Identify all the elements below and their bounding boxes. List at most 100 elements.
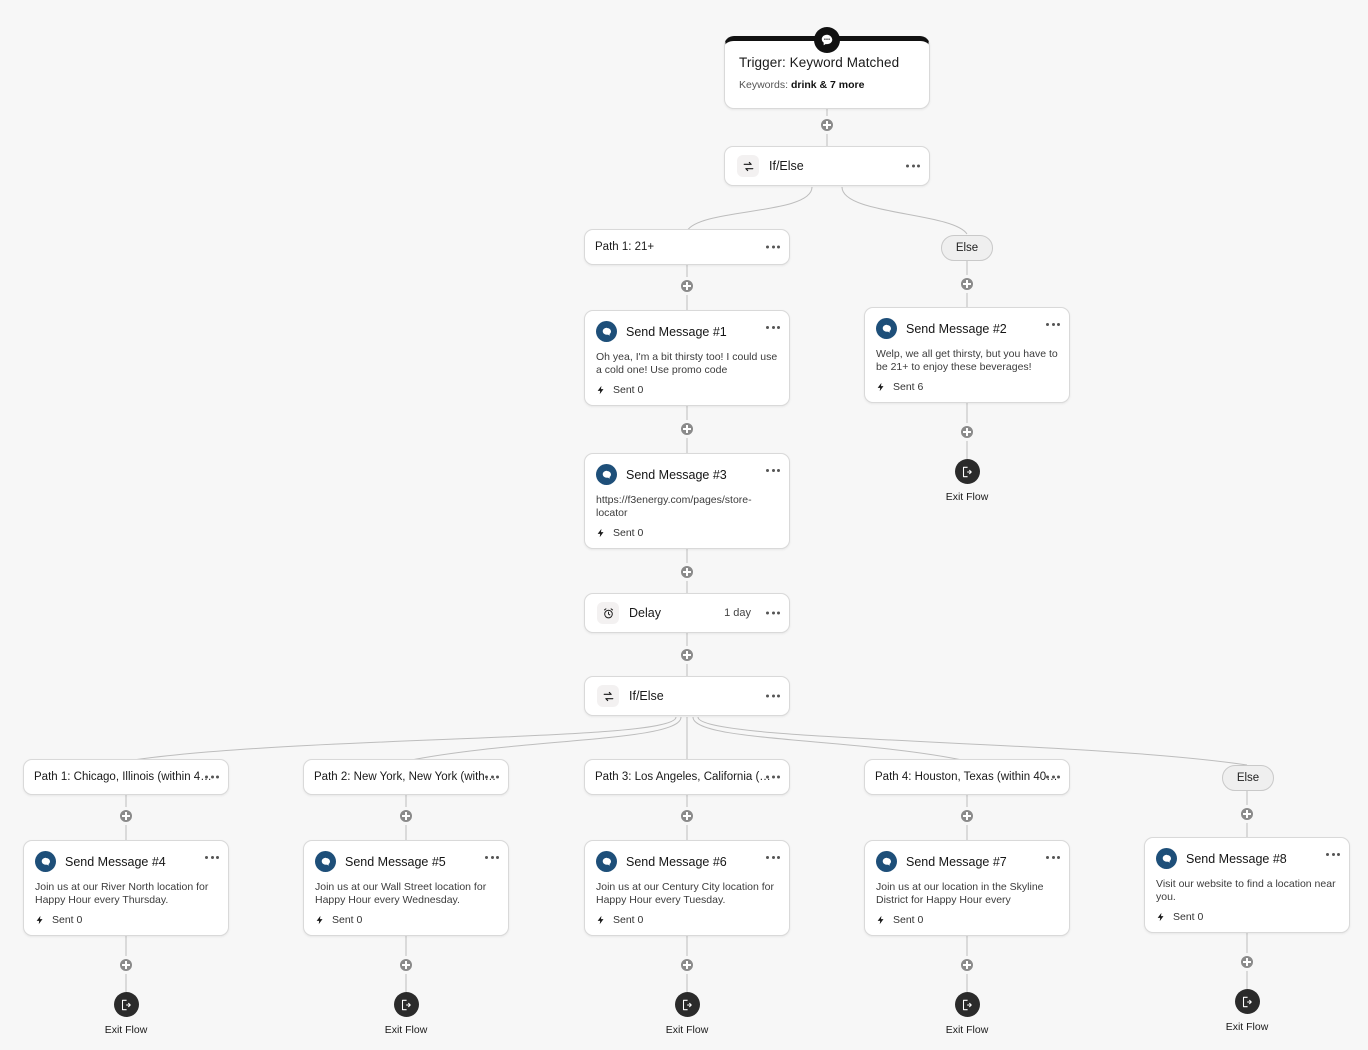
lightning-icon [597, 915, 604, 925]
path-label: Path 2: New York, New York (within 40 ..… [314, 771, 498, 783]
message-body: Join us at our River North location for … [35, 881, 209, 906]
node-menu-button[interactable] [766, 611, 780, 615]
swap-arrows-icon [737, 155, 759, 177]
if-else-label-bottom: If/Else [629, 689, 664, 703]
exit-flow-node[interactable]: Exit Flow [662, 992, 712, 1036]
add-step-button[interactable] [958, 807, 976, 825]
else-path-node-bottom[interactable]: Else [1222, 765, 1274, 791]
send-message-node-2[interactable]: Send Message #2 Welp, we all get thirsty… [864, 307, 1070, 403]
node-menu-button[interactable] [205, 775, 219, 779]
lightning-icon [1157, 912, 1164, 922]
exit-door-icon [674, 992, 700, 1017]
lightning-icon [36, 915, 43, 925]
message-body: Oh yea, I'm a bit thirsty too! I could u… [596, 351, 778, 376]
node-menu-button[interactable] [766, 245, 780, 249]
send-message-node-6[interactable]: Send Message #6 Join us at our Century C… [584, 840, 790, 936]
message-body: Welp, we all get thirsty, but you have t… [876, 348, 1058, 373]
add-step-button[interactable] [678, 563, 696, 581]
if-else-node-bottom[interactable]: If/Else [584, 676, 790, 716]
path-node-new-york[interactable]: Path 2: New York, New York (within 40 ..… [303, 759, 509, 795]
path-label: Path 1: Chicago, Illinois (within 40 mil… [34, 771, 218, 783]
exit-flow-label: Exit Flow [1225, 1021, 1269, 1033]
path-node-los-angeles[interactable]: Path 3: Los Angeles, California (within … [584, 759, 790, 795]
add-step-button[interactable] [958, 423, 976, 441]
message-title: Send Message #5 [345, 854, 446, 869]
message-body: Join us at our Wall Street location for … [315, 881, 487, 906]
message-footer: Sent 0 [1156, 903, 1338, 923]
add-step-button[interactable] [678, 277, 696, 295]
trigger-keywords-value: drink & 7 more [790, 79, 865, 91]
add-step-button[interactable] [678, 807, 696, 825]
node-menu-button[interactable] [766, 469, 780, 472]
path-label: Path 3: Los Angeles, California (within … [595, 771, 779, 783]
send-message-node-1[interactable]: Send Message #1 Oh yea, I'm a bit thirst… [584, 310, 790, 406]
path-node-houston[interactable]: Path 4: Houston, Texas (within 40 miles) [864, 759, 1070, 795]
node-menu-button[interactable] [1046, 323, 1060, 326]
send-message-node-5[interactable]: Send Message #5 Join us at our Wall Stre… [303, 840, 509, 936]
chat-bubble-icon [814, 27, 840, 53]
if-else-label-top: If/Else [769, 159, 804, 173]
message-footer: Sent 0 [35, 906, 217, 926]
else-path-node-top[interactable]: Else [941, 235, 993, 261]
exit-flow-label: Exit Flow [104, 1024, 148, 1036]
exit-door-icon [393, 992, 419, 1017]
node-menu-button[interactable] [766, 775, 780, 779]
message-sent-count: Sent 6 [893, 381, 924, 393]
message-header: Send Message #2 [876, 318, 1060, 339]
message-sent-count: Sent 0 [332, 914, 363, 926]
trigger-node[interactable]: Trigger: Keyword Matched Keywords: drink… [724, 27, 930, 109]
message-sent-count: Sent 0 [52, 914, 83, 926]
message-sent-count: Sent 0 [613, 914, 644, 926]
exit-flow-node[interactable]: Exit Flow [381, 992, 431, 1036]
exit-flow-node[interactable]: Exit Flow [101, 992, 151, 1036]
message-sent-count: Sent 0 [613, 384, 644, 396]
send-message-node-3[interactable]: Send Message #3 https://f3energy.com/pag… [584, 453, 790, 549]
send-message-node-4[interactable]: Send Message #4 Join us at our River Nor… [23, 840, 229, 936]
message-header: Send Message #3 [596, 464, 780, 485]
node-menu-button[interactable] [906, 164, 920, 168]
send-message-node-8[interactable]: Send Message #8 Visit our website to fin… [1144, 837, 1350, 933]
node-menu-button[interactable] [1046, 775, 1060, 779]
message-bubble-icon [596, 851, 617, 872]
node-menu-button[interactable] [205, 856, 219, 859]
add-step-button[interactable] [1238, 805, 1256, 823]
path-node-chicago[interactable]: Path 1: Chicago, Illinois (within 40 mil… [23, 759, 229, 795]
node-menu-button[interactable] [485, 856, 499, 859]
message-body: Join us at our location in the Skyline D… [876, 881, 1044, 906]
add-step-button[interactable] [958, 956, 976, 974]
node-menu-button[interactable] [485, 775, 499, 779]
add-step-button[interactable] [397, 807, 415, 825]
message-footer: Sent 0 [596, 906, 778, 926]
message-bubble-icon [876, 851, 897, 872]
message-title: Send Message #8 [1186, 851, 1287, 866]
add-step-button[interactable] [678, 420, 696, 438]
add-step-button[interactable] [678, 646, 696, 664]
add-step-button[interactable] [958, 275, 976, 293]
message-header: Send Message #7 [876, 851, 1060, 872]
swap-arrows-icon [597, 685, 619, 707]
add-step-button[interactable] [678, 956, 696, 974]
message-title: Send Message #6 [626, 854, 727, 869]
node-menu-button[interactable] [1046, 856, 1060, 859]
exit-flow-node[interactable]: Exit Flow [942, 992, 992, 1036]
message-bubble-icon [1156, 848, 1177, 869]
add-step-button[interactable] [1238, 953, 1256, 971]
send-message-node-7[interactable]: Send Message #7 Join us at our location … [864, 840, 1070, 936]
message-header: Send Message #5 [315, 851, 499, 872]
node-menu-button[interactable] [766, 694, 780, 698]
add-step-button[interactable] [397, 956, 415, 974]
if-else-node-top[interactable]: If/Else [724, 146, 930, 186]
path-node-21plus[interactable]: Path 1: 21+ [584, 229, 790, 265]
delay-node[interactable]: Delay 1 day [584, 593, 790, 633]
node-menu-button[interactable] [766, 856, 780, 859]
exit-flow-node[interactable]: Exit Flow [942, 459, 992, 503]
add-step-button[interactable] [117, 956, 135, 974]
exit-flow-node[interactable]: Exit Flow [1222, 989, 1272, 1033]
add-step-button[interactable] [117, 807, 135, 825]
message-bubble-icon [876, 318, 897, 339]
trigger-keywords: Keywords: drink & 7 more [739, 79, 915, 91]
node-menu-button[interactable] [766, 326, 780, 329]
node-menu-button[interactable] [1326, 853, 1340, 856]
add-step-button[interactable] [818, 116, 836, 134]
